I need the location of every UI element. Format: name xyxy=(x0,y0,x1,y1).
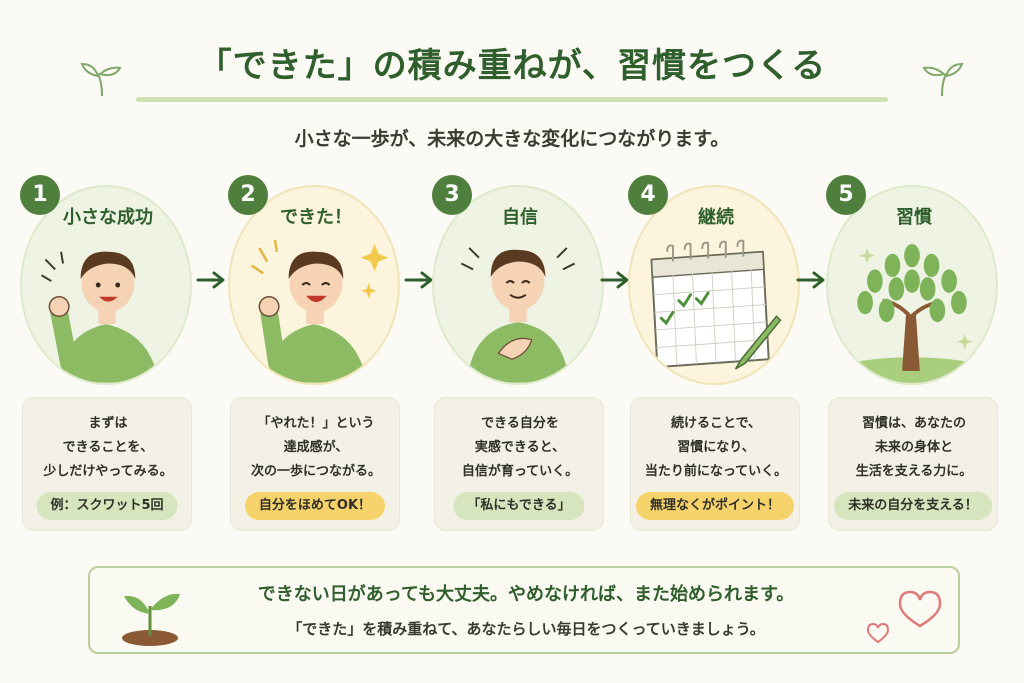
sprout-left-icon xyxy=(80,62,122,97)
step-illustration xyxy=(432,185,604,385)
step-tag: 無理なくがポイント！ xyxy=(635,492,795,520)
description-line: 次の一歩につながる。 xyxy=(250,464,381,479)
encouragement-line-2: 「できた」を積み重ねて、あなたらしい毎日をつくっていきましょう。 xyxy=(287,620,765,638)
step-title: できた！ xyxy=(280,207,352,228)
step-tag: 「私にもできる」 xyxy=(453,492,585,520)
step-5: 5 習慣 習慣は、あなたの 未来の身体と 生活を支える力に。 未来の自分を支える… xyxy=(826,175,1002,535)
description-line: できることを、 xyxy=(62,440,154,455)
step-card: 習慣は、あなたの 未来の身体と 生活を支える力に。 未来の自分を支える！ xyxy=(828,397,998,531)
page-title: 「できた」の積み重ねが、習慣をつくる xyxy=(197,46,827,86)
description-line: まずは xyxy=(88,416,128,431)
encouragement-box: できない日があっても大丈夫。やめなければ、また始められます。 「できた」を積み重… xyxy=(88,566,960,654)
step-title: 小さな成功 xyxy=(63,207,153,228)
description-line: できる自分を xyxy=(481,416,559,431)
step-title: 自信 xyxy=(502,207,538,228)
step-number-badge: 1 xyxy=(20,175,60,215)
description-line: 実感できると、 xyxy=(474,440,566,455)
page-subtitle: 小さな一歩が、未来の大きな変化につながります。 xyxy=(294,128,730,150)
step-card: 続けることで、 習慣になり、 当たり前になっていく。 無理なくがポイント！ xyxy=(630,397,800,531)
step-description: 習慣は、あなたの 未来の身体と 生活を支える力に。 xyxy=(829,412,999,484)
step-tag: 例：スクワット5回 xyxy=(36,492,178,520)
encouragement-line-1: できない日があっても大丈夫。やめなければ、また始められます。 xyxy=(257,584,795,605)
description-line: 達成感が、 xyxy=(283,440,349,455)
person-fist-pump-icon xyxy=(41,251,159,383)
tree-icon xyxy=(833,243,991,383)
step-number-badge: 3 xyxy=(432,175,472,215)
step-illustration xyxy=(20,185,192,385)
step-description: 続けることで、 習慣になり、 当たり前になっていく。 xyxy=(631,412,801,484)
step-illustration xyxy=(826,185,998,385)
description-line: 少しだけやってみる。 xyxy=(43,464,173,479)
step-description: できる自分を 実感できると、 自信が育っていく。 xyxy=(435,412,605,484)
step-2: 2 できた！ 「やれた！」という 達成感が、 次の一歩につながる。 自分をほめて… xyxy=(228,175,404,535)
step-card: 「やれた！」という 達成感が、 次の一歩につながる。 自分をほめてOK！ xyxy=(230,397,400,531)
description-line: 未来の身体と xyxy=(874,440,953,455)
step-number-badge: 2 xyxy=(228,175,268,215)
arrow-right-icon xyxy=(196,271,225,289)
arrow-right-icon xyxy=(404,271,433,289)
heart-icon xyxy=(866,590,942,644)
seedling-icon xyxy=(122,593,180,646)
sprout-right-icon xyxy=(922,62,964,97)
step-4: 4 継続 続けることで、 習慣になり、 当たり前になっていく。 無理なくがポイン… xyxy=(628,175,804,535)
title-underline xyxy=(136,97,888,102)
step-tag: 自分をほめてOK！ xyxy=(244,492,386,520)
step-description: まずは できることを、 少しだけやってみる。 xyxy=(23,412,193,484)
person-confident-icon xyxy=(460,247,576,383)
description-line: 習慣は、あなたの xyxy=(861,416,966,431)
step-description: 「やれた！」という 達成感が、 次の一歩につながる。 xyxy=(231,412,401,484)
description-line: 続けることで、 xyxy=(670,416,762,431)
step-illustration xyxy=(628,185,800,385)
arrow-right-icon xyxy=(796,271,825,289)
description-line: 当たり前になっていく。 xyxy=(644,464,788,479)
step-3: 3 自信 できる自分を 実感できると、 自信が育っていく。 「私にもできる」 xyxy=(432,175,608,535)
step-title: 継続 xyxy=(698,207,734,228)
step-number-badge: 4 xyxy=(628,175,668,215)
step-illustration xyxy=(228,185,400,385)
person-cheering-icon xyxy=(250,239,389,383)
step-title: 習慣 xyxy=(896,207,932,228)
step-number-badge: 5 xyxy=(826,175,866,215)
calendar-checkmarks-icon xyxy=(650,239,782,370)
step-1: 1 小さな成功 まずは できることを、 少しだけやってみる。 例：スクワット5回 xyxy=(20,175,196,535)
step-card: できる自分を 実感できると、 自信が育っていく。 「私にもできる」 xyxy=(434,397,604,531)
description-line: 自信が育っていく。 xyxy=(461,464,579,479)
description-line: 習慣になり、 xyxy=(677,440,755,455)
arrow-right-icon xyxy=(600,271,629,289)
description-line: 「やれた！」という xyxy=(257,416,375,431)
step-card: まずは できることを、 少しだけやってみる。 例：スクワット5回 xyxy=(22,397,192,531)
description-line: 生活を支える力に。 xyxy=(855,464,973,479)
step-tag: 未来の自分を支える！ xyxy=(834,492,992,520)
